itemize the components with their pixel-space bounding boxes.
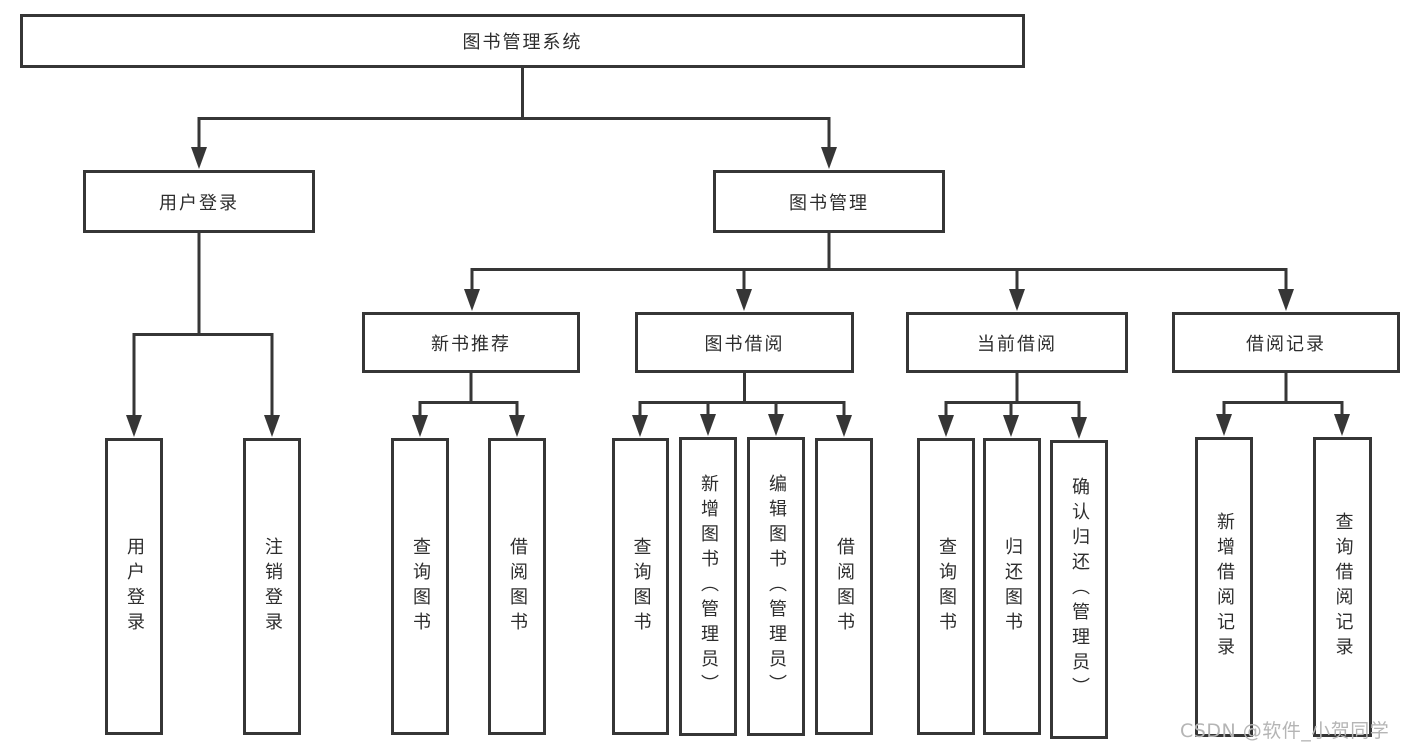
leaf-add-book-admin: 新增图书（管理员） xyxy=(679,437,737,736)
node-current-borrowing: 当前借阅 xyxy=(906,312,1128,373)
leaf-confirm-return-admin: 确认归还（管理员） xyxy=(1050,440,1108,739)
leaf-return-books: 归还图书 xyxy=(983,438,1041,735)
node-book-borrowing: 图书借阅 xyxy=(635,312,854,373)
leaf-add-borrow-record: 新增借阅记录 xyxy=(1195,437,1253,737)
leaf-borrow-books-recommend: 借阅图书 xyxy=(488,438,546,735)
node-book-management: 图书管理 xyxy=(713,170,945,233)
node-borrowing-records: 借阅记录 xyxy=(1172,312,1400,373)
watermark-text: CSDN @软件_小贺同学 xyxy=(1180,720,1390,742)
leaf-edit-book-admin: 编辑图书（管理员） xyxy=(747,437,805,736)
leaf-user-login: 用户登录 xyxy=(105,438,163,735)
node-new-book-recommend: 新书推荐 xyxy=(362,312,580,373)
leaf-logout-login: 注销登录 xyxy=(243,438,301,735)
leaf-query-books-recommend: 查询图书 xyxy=(391,438,449,735)
leaf-borrow-books-borrowing: 借阅图书 xyxy=(815,438,873,735)
node-library-management-system: 图书管理系统 xyxy=(20,14,1025,68)
leaf-query-books-borrowing: 查询图书 xyxy=(612,438,669,735)
leaf-query-borrow-record: 查询借阅记录 xyxy=(1313,437,1372,737)
node-user-login: 用户登录 xyxy=(83,170,315,233)
leaf-query-books-current: 查询图书 xyxy=(917,438,975,735)
